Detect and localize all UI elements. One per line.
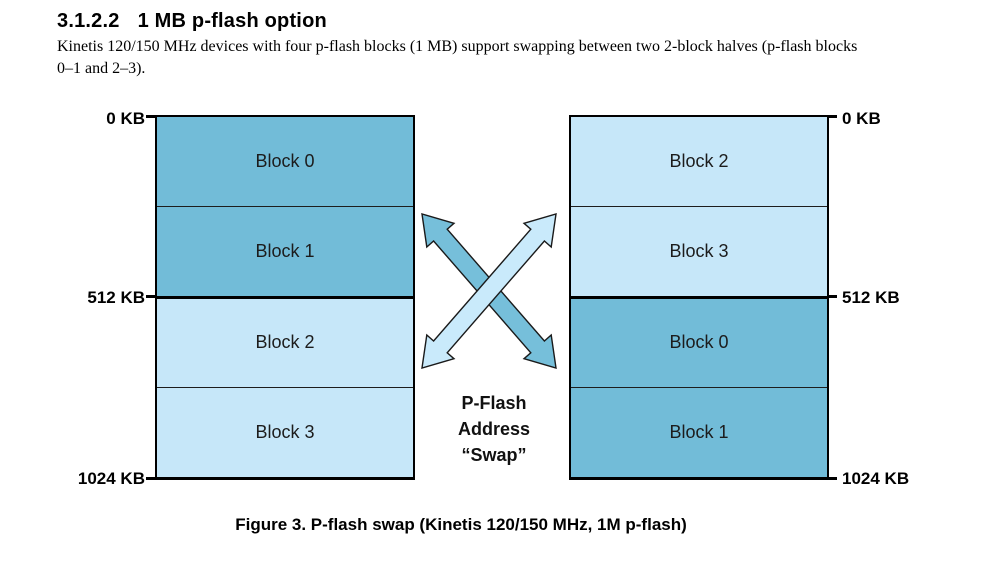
memory-map-after-swap: Block 2 Block 3 Block 0 Block 1 (569, 115, 829, 480)
address-label-1024kb: 1024 KB (77, 469, 145, 488)
memory-block: Block 1 (157, 206, 413, 299)
tick-mark (146, 115, 155, 118)
memory-map-before-swap: Block 0 Block 1 Block 2 Block 3 (155, 115, 415, 480)
memory-block: Block 3 (157, 388, 413, 477)
swap-label-line: Address (457, 419, 531, 439)
tick-mark (146, 295, 155, 298)
address-label-0kb: 0 KB (842, 109, 881, 128)
swap-arrows (421, 213, 557, 369)
swap-arrow-light-icon (421, 213, 557, 369)
section-number: 3.1.2.2 (57, 10, 120, 32)
intro-paragraph: Kinetis 120/150 MHz devices with four p-… (57, 36, 987, 80)
tick-mark (828, 115, 837, 118)
swap-label-line: P-Flash (461, 393, 527, 413)
memory-block: Block 2 (571, 117, 827, 207)
section-title: 1 MB p-flash option (137, 10, 327, 32)
address-label-512kb: 512 KB (87, 288, 145, 307)
memory-block: Block 0 (157, 117, 413, 207)
address-label-512kb: 512 KB (842, 288, 900, 307)
tick-mark (828, 295, 837, 298)
swap-label: P-Flash Address “Swap” (404, 390, 584, 468)
tick-mark (828, 477, 837, 480)
memory-block: Block 0 (571, 298, 827, 389)
tick-mark (146, 477, 155, 480)
address-label-0kb: 0 KB (106, 109, 145, 128)
section-heading: 3.1.2.2 1 MB p-flash option (57, 10, 327, 33)
paragraph-line: Kinetis 120/150 MHz devices with four p-… (57, 38, 858, 55)
figure-caption: Figure 3. P-flash swap (Kinetis 120/150 … (235, 515, 687, 534)
swap-label-line: “Swap” (461, 445, 527, 465)
memory-block: Block 1 (571, 388, 827, 477)
memory-block: Block 3 (571, 206, 827, 299)
memory-block: Block 2 (157, 298, 413, 389)
paragraph-line: 0–1 and 2–3). (57, 60, 146, 77)
address-label-1024kb: 1024 KB (842, 469, 910, 488)
